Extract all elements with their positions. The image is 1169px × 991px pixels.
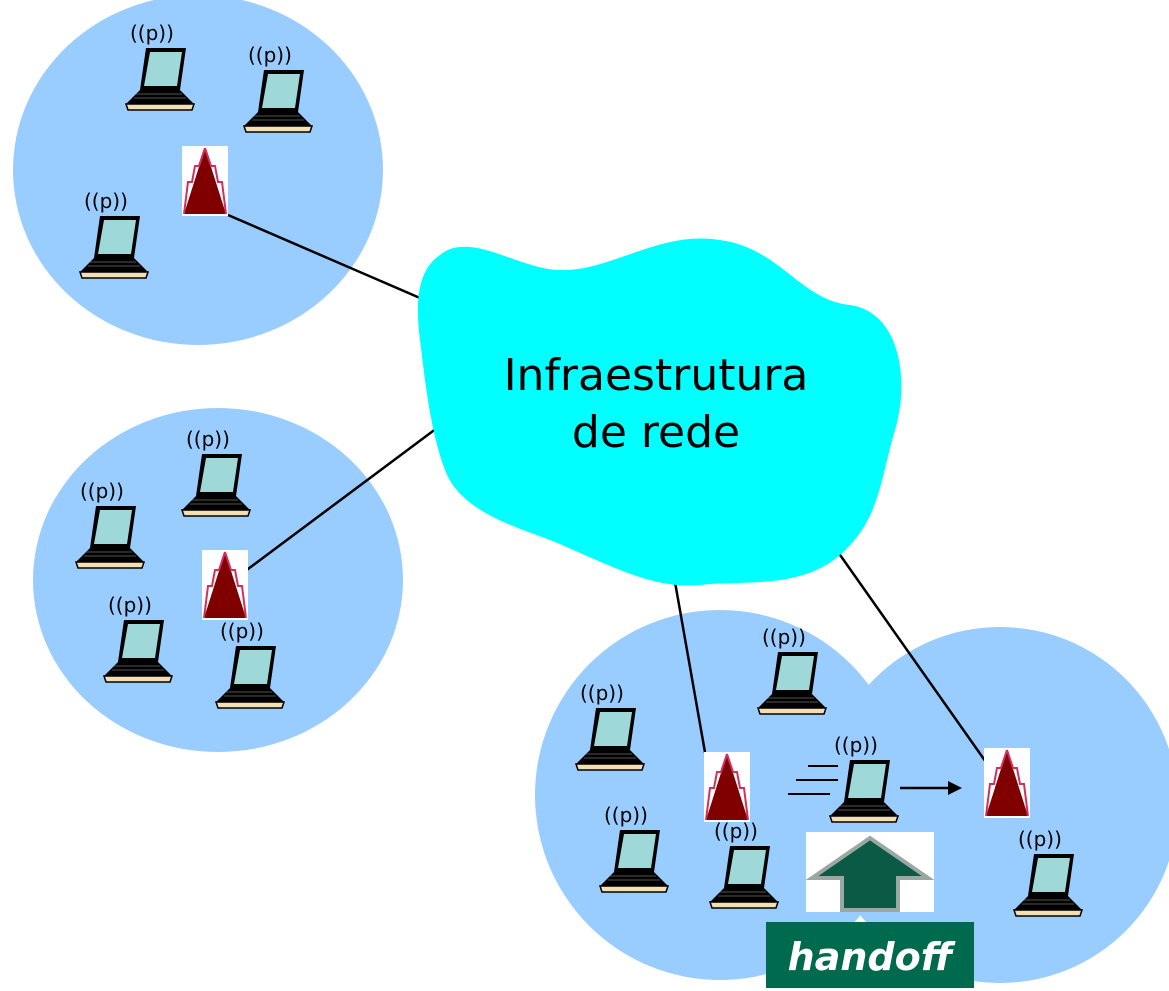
moving-laptop bbox=[788, 732, 899, 823]
movement-arrow-head bbox=[948, 781, 962, 795]
base-station-icon bbox=[983, 747, 1031, 819]
link-mid-left bbox=[235, 426, 438, 580]
handoff-label-box bbox=[766, 922, 974, 988]
base-station-icon bbox=[181, 145, 229, 217]
base-station-icon bbox=[201, 549, 249, 621]
up-arrow-icon bbox=[805, 835, 935, 912]
cloud-label-line2: de rede bbox=[572, 407, 740, 458]
network-cloud bbox=[417, 238, 902, 586]
link-bottom-right bbox=[836, 551, 1002, 783]
cloud-label-line1: Infraestrutura bbox=[504, 350, 809, 401]
link-top-left bbox=[227, 213, 421, 300]
handoff-label: handoff bbox=[788, 935, 956, 979]
base-station-icon bbox=[703, 751, 751, 823]
